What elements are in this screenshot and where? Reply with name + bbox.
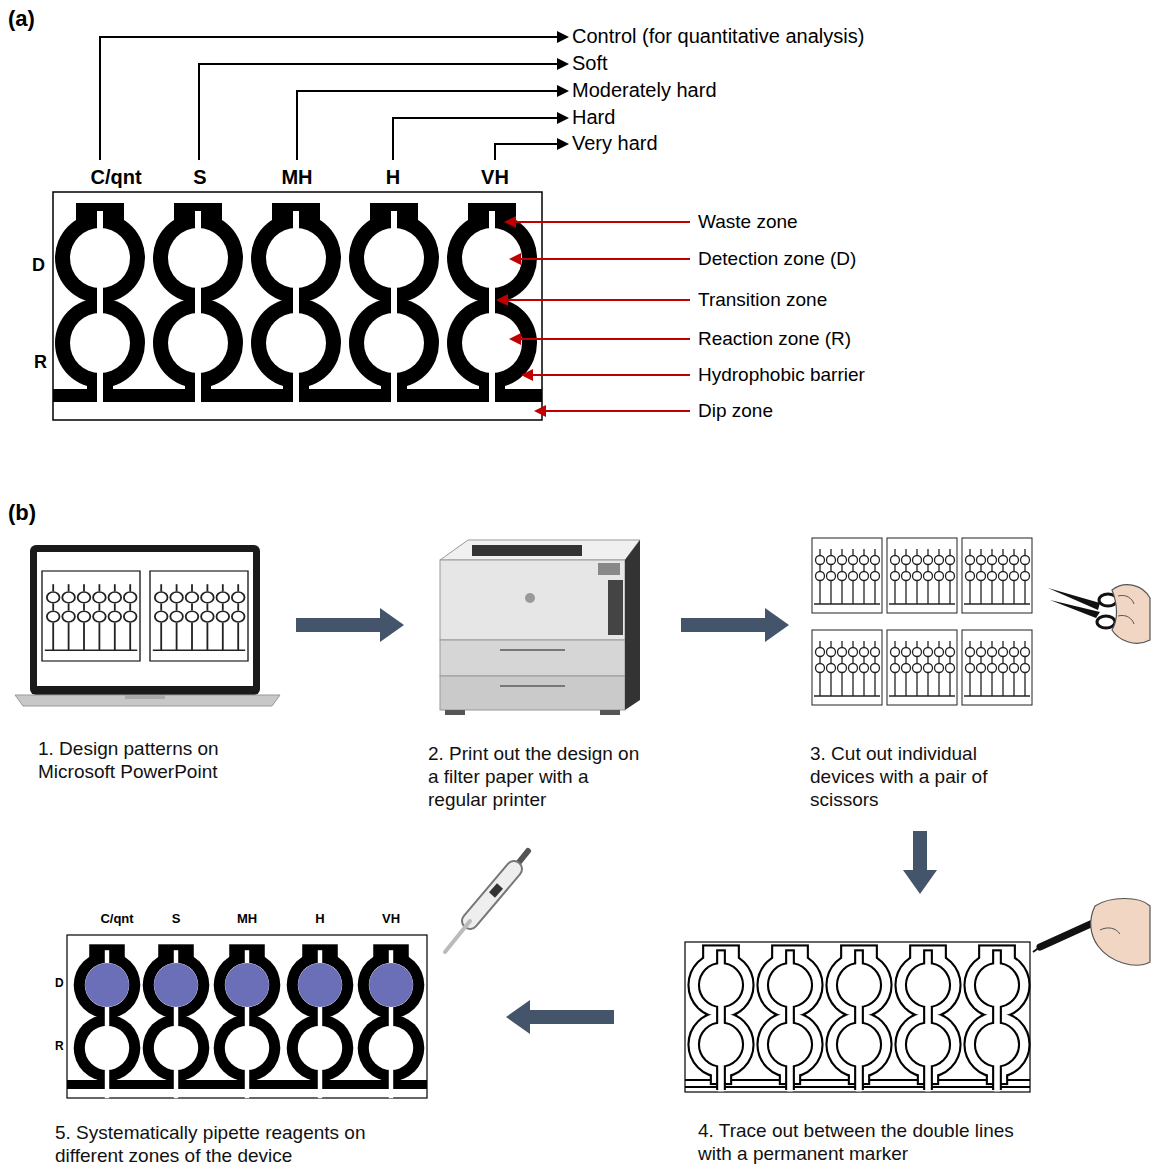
flow-arrow bbox=[296, 608, 404, 642]
flow-arrow bbox=[681, 608, 789, 642]
step-caption: 5. Systematically pipette reagents on di… bbox=[55, 1122, 417, 1168]
step-caption: 3. Cut out individual devices with a pai… bbox=[810, 743, 1015, 811]
printer bbox=[440, 540, 640, 715]
step-caption: 2. Print out the design on a filter pape… bbox=[428, 743, 643, 811]
part-label: Moderately hard bbox=[572, 79, 717, 102]
step-caption: 1. Design patterns on Microsoft PowerPoi… bbox=[38, 738, 253, 784]
channel bbox=[55, 203, 145, 411]
channel bbox=[251, 203, 341, 411]
part-label: R bbox=[55, 1040, 64, 1054]
step-panel: 2. Print out the design on a filter pape… bbox=[410, 535, 675, 825]
pen-hand bbox=[1033, 899, 1150, 966]
part-label: H bbox=[386, 166, 400, 189]
part-label: MH bbox=[281, 166, 312, 189]
channel bbox=[153, 203, 243, 411]
scissors-hand bbox=[1048, 585, 1150, 644]
flow-arrow bbox=[506, 1000, 614, 1034]
part-label: Transition zone bbox=[698, 289, 827, 311]
reagent-device bbox=[67, 935, 427, 1098]
callout-lines bbox=[506, 222, 690, 411]
step-panel: 5. Systematically pipette reagents on di… bbox=[50, 850, 500, 1172]
part-label: R bbox=[34, 352, 47, 373]
reagent-spots bbox=[85, 963, 413, 1007]
laptop bbox=[15, 545, 280, 706]
part-label: C/qnt bbox=[100, 912, 133, 927]
step-panel: 1. Design patterns on Microsoft PowerPoi… bbox=[15, 545, 290, 795]
traced-device bbox=[685, 942, 1030, 1092]
step-panel: 3. Cut out individual devices with a pai… bbox=[795, 530, 1150, 825]
part-label: C/qnt bbox=[90, 166, 141, 189]
device-frame bbox=[53, 192, 542, 420]
part-label: (a) bbox=[8, 6, 35, 31]
part-label: MH bbox=[237, 912, 257, 927]
leader-heads bbox=[557, 31, 569, 150]
part-label: Hard bbox=[572, 106, 615, 129]
part-label: Control (for quantitative analysis) bbox=[572, 25, 864, 48]
part-label: Waste zone bbox=[698, 211, 798, 233]
channel bbox=[349, 203, 439, 411]
part-label: Very hard bbox=[572, 132, 658, 155]
part-label: H bbox=[315, 912, 324, 927]
cut-devices bbox=[812, 538, 1032, 705]
part-label: Reaction zone (R) bbox=[698, 328, 851, 350]
flow-arrow bbox=[903, 831, 937, 894]
callout-heads bbox=[496, 216, 546, 417]
part-label: Hydrophobic barrier bbox=[698, 364, 865, 386]
step-panel: 4. Trace out between the double lines wi… bbox=[620, 900, 1150, 1172]
leader-lines bbox=[100, 37, 561, 160]
part-label: S bbox=[172, 912, 181, 927]
channel bbox=[447, 203, 537, 411]
part-label: VH bbox=[481, 166, 509, 189]
part-label: S bbox=[193, 166, 206, 189]
pipette bbox=[445, 851, 528, 952]
part-label: VH bbox=[382, 912, 400, 927]
part-label: Soft bbox=[572, 52, 608, 75]
device-a bbox=[53, 192, 542, 420]
part-label: (b) bbox=[8, 500, 36, 525]
part-label: Detection zone (D) bbox=[698, 248, 856, 270]
part-label: D bbox=[55, 977, 64, 991]
part-label: Dip zone bbox=[698, 400, 773, 422]
step-caption: 4. Trace out between the double lines wi… bbox=[698, 1120, 1016, 1166]
part-label: D bbox=[32, 255, 45, 276]
